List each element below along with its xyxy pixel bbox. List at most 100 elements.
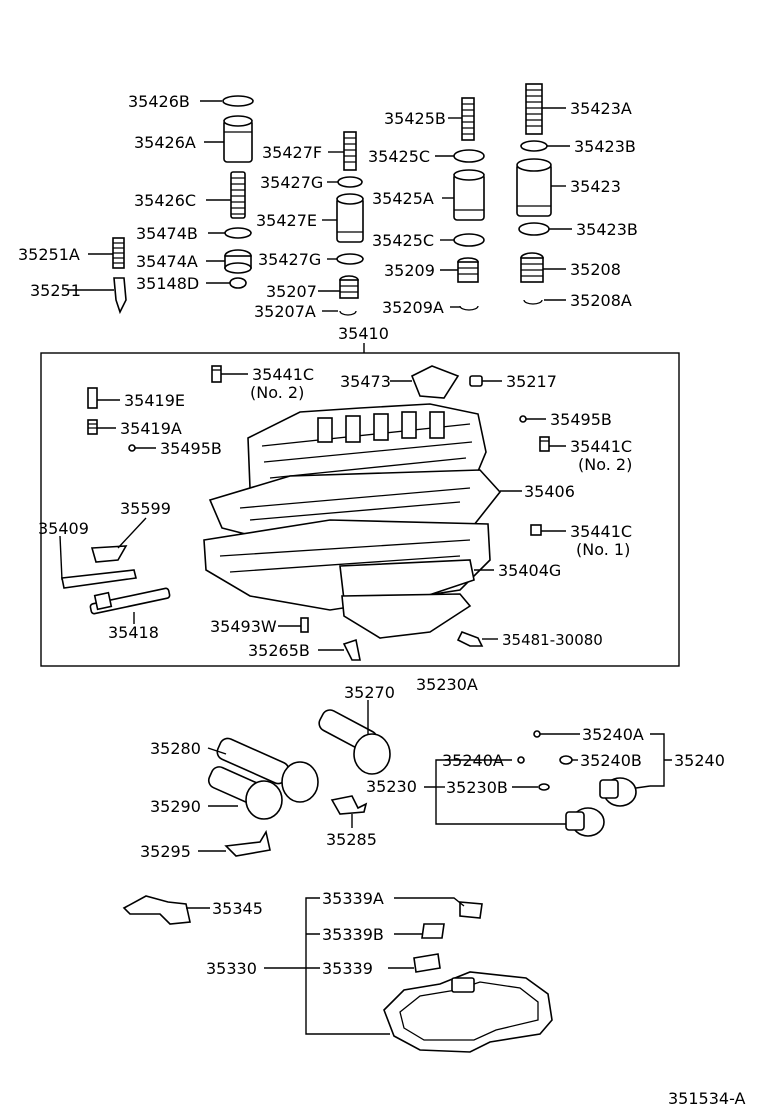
label-35209A: 35209A [382,298,444,317]
part-35419A-spring [87,419,98,435]
part-35240A-oring-1 [533,730,541,738]
label-35339A: 35339A [322,889,384,908]
label-35423A: 35423A [570,99,632,118]
part-35423B-ring-1 [520,140,548,152]
label-35493W: 35493W [210,617,277,636]
part-35419E-pin [87,387,98,409]
label-35230A: 35230A [416,675,478,694]
label-35280: 35280 [150,739,201,758]
part-35481-sensor [456,630,484,647]
label-35409: 35409 [38,519,89,538]
part-35418-manual-valve [89,587,171,615]
part-35209-plug [457,257,479,283]
part-35240-solenoid [599,777,651,807]
part-35425C-ring-2 [453,233,485,247]
part-35240A-oring-2 [517,756,525,764]
figure-id-label: 351534-A [668,1089,746,1108]
part-35251A-spring [112,237,125,269]
label-35427F: 35427F [262,143,322,162]
label-35427G-1: 35427G [260,173,323,192]
part-35280-solenoid [216,737,319,803]
label-35251: 35251 [30,281,81,300]
label-35207A: 35207A [254,302,316,321]
part-35441C-bolt-1 [211,365,222,383]
part-35495B-ball-1 [128,444,136,452]
label-35423B-2: 35423B [576,220,638,239]
label-35425C-2: 35425C [372,231,434,250]
part-35427G-ring-2 [336,253,364,265]
part-35427G-ring-1 [337,176,363,188]
part-35599-plate [90,545,128,563]
part-35295-bracket [224,829,271,857]
part-valve-body-cover [341,593,472,639]
part-35265B-bracket [342,638,361,661]
label-35240A-1: 35240A [582,725,644,744]
label-35207: 35207 [266,282,317,301]
label-35240B: 35240B [580,751,642,770]
label-35330: 35330 [206,959,257,978]
label-35345: 35345 [212,899,263,918]
part-35441C-bolt-3 [530,524,542,536]
valve-body-assembly-frame [40,352,680,667]
label-35423: 35423 [570,177,621,196]
part-35425C-ring-1 [453,149,485,163]
label-35208A: 35208A [570,291,632,310]
label-35251A: 35251A [18,245,80,264]
part-35426B-oring [222,95,254,107]
part-35427E-sleeve [336,193,364,243]
label-35474A: 35474A [136,252,198,271]
label-35295: 35295 [140,842,191,861]
part-35474A-plug [224,249,252,274]
part-35208A-clip [523,299,543,305]
part-35207-plug [339,275,359,299]
label-35419E: 35419E [124,391,185,410]
part-35251-clip [113,277,127,315]
label-35427E: 35427E [256,211,317,230]
label-35404G: 35404G [498,561,561,580]
label-35474B: 35474B [136,224,198,243]
label-35270: 35270 [344,683,395,702]
part-35425A-sleeve [453,169,485,221]
label-35426B: 35426B [128,92,190,111]
label-35427G-2: 35427G [258,250,321,269]
label-35419A: 35419A [120,419,182,438]
label-35425A: 35425A [372,189,434,208]
label-35290: 35290 [150,797,201,816]
label-35265B: 35265B [248,641,310,660]
label-35441C-1-note: (No. 2) [250,383,304,402]
label-35240: 35240 [674,751,725,770]
label-35425C-1: 35425C [368,147,430,166]
label-35148D: 35148D [136,274,199,293]
part-35404G-gasket [339,559,475,601]
part-35270-solenoid [318,709,391,775]
label-35495B-1: 35495B [160,439,222,458]
label-35406: 35406 [524,482,575,501]
part-35290-solenoid [207,766,283,820]
label-35425B: 35425B [384,109,446,128]
label-35441C-2: 35441C [570,437,632,456]
label-35481: 35481-30080 [502,631,603,649]
part-35425B-spring [461,97,475,141]
label-35217: 35217 [506,372,557,391]
label-35230B: 35230B [446,778,508,797]
label-35230: 35230 [366,777,417,796]
label-35208: 35208 [570,260,621,279]
label-35599: 35599 [120,499,171,518]
part-35345-bracket [122,895,191,925]
label-35410: 35410 [338,324,389,343]
label-35285: 35285 [326,830,377,849]
part-35230-solenoid [565,807,605,837]
part-35409-lever [61,569,137,589]
part-35217-pin [469,375,483,387]
part-35208-plug [520,252,544,283]
part-35230B-oring [538,783,550,791]
part-35495B-ball-2 [519,415,527,423]
part-35423A-spring [525,83,543,135]
part-35493W-bolt [300,617,309,633]
label-35473: 35473 [340,372,391,391]
label-35441C-1: 35441C [252,365,314,384]
part-35240B-oring [559,755,573,765]
label-35495B-2: 35495B [550,410,612,429]
